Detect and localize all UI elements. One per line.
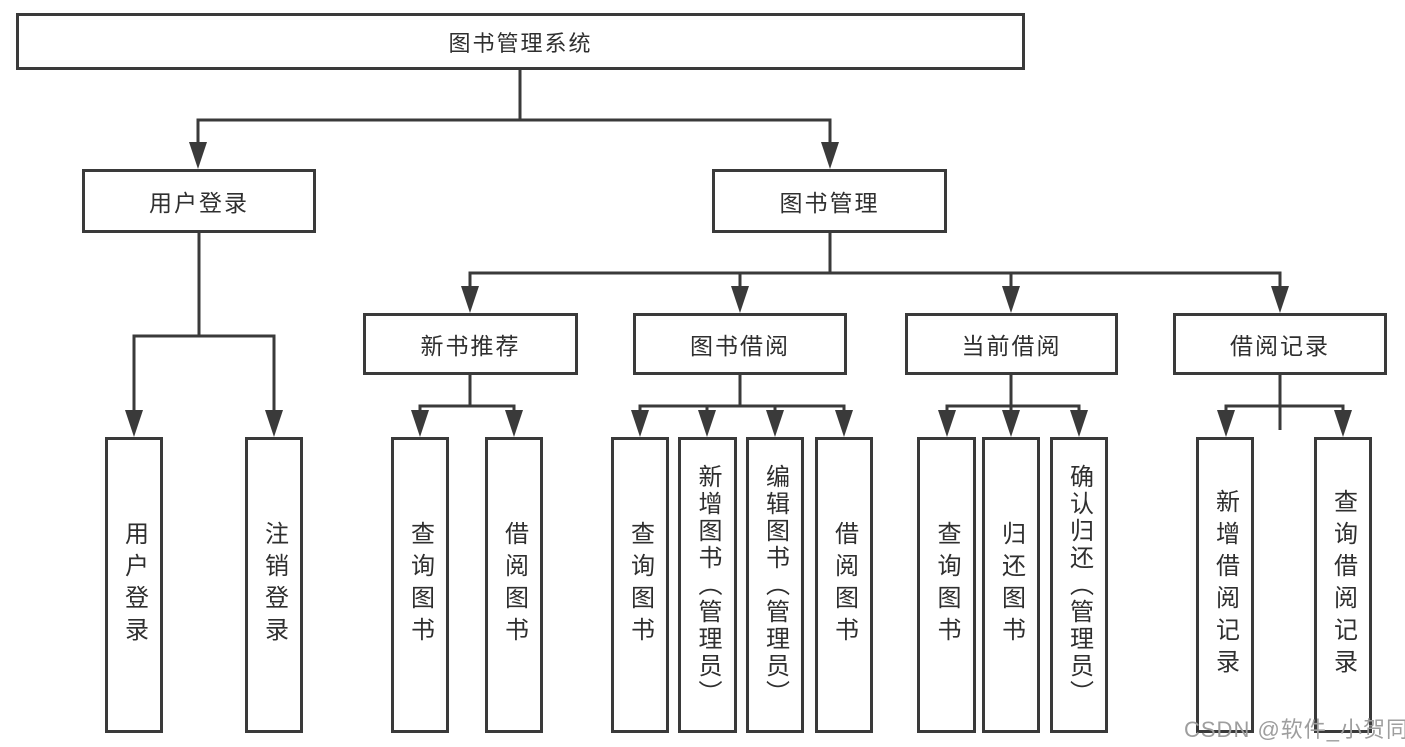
leaf-query-books-recommend: 查询图书 — [391, 437, 449, 733]
leaf-user-login: 用户登录 — [105, 437, 163, 733]
leaf-borrow-books: 借阅图书 — [815, 437, 873, 733]
leaf-logout: 注销登录 — [245, 437, 303, 733]
node-book-borrow: 图书借阅 — [633, 313, 847, 375]
node-new-book-recommend: 新书推荐 — [363, 313, 578, 375]
node-current-borrow: 当前借阅 — [905, 313, 1118, 375]
node-library-system: 图书管理系统 — [16, 13, 1025, 70]
node-book-management: 图书管理 — [712, 169, 947, 233]
leaf-query-books-current: 查询图书 — [917, 437, 976, 733]
leaf-add-borrow-record: 新增借阅记录 — [1196, 437, 1254, 733]
leaf-query-books-borrow: 查询图书 — [611, 437, 669, 733]
leaf-edit-book-admin: 编辑图书（管理员） — [746, 437, 804, 733]
csdn-watermark: CSDN @软件_小贺同学 — [1184, 717, 1405, 742]
leaf-query-borrow-record: 查询借阅记录 — [1314, 437, 1372, 733]
node-user-login: 用户登录 — [82, 169, 316, 233]
node-borrow-records: 借阅记录 — [1173, 313, 1387, 375]
leaf-add-book-admin: 新增图书（管理员） — [678, 437, 737, 733]
leaf-borrow-books-recommend: 借阅图书 — [485, 437, 543, 733]
leaf-confirm-return-admin: 确认归还（管理员） — [1050, 437, 1108, 733]
leaf-return-books: 归还图书 — [982, 437, 1040, 733]
